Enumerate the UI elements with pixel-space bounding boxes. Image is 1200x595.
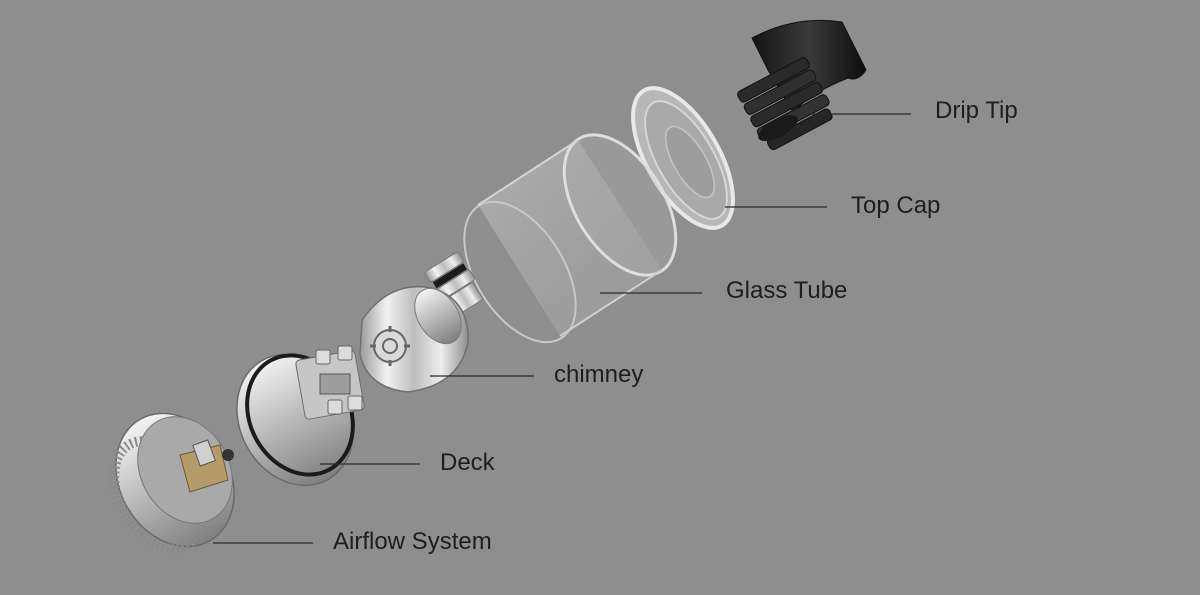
deck-label: Deck	[440, 449, 495, 476]
drip-tip-label: Drip Tip	[935, 97, 1018, 124]
deck-part	[236, 345, 365, 487]
chimney-part	[359, 251, 485, 393]
airflow-system-part	[109, 412, 235, 554]
drip-tip-part	[737, 19, 867, 151]
chimney-label: chimney	[554, 361, 644, 388]
airflow-system-label: Airflow System	[333, 528, 492, 555]
top-cap-label: Top Cap	[851, 192, 941, 219]
glass-tube-label: Glass Tube	[726, 277, 848, 304]
glass-tube-part	[463, 133, 678, 344]
gear-emblem-icon	[370, 326, 410, 366]
